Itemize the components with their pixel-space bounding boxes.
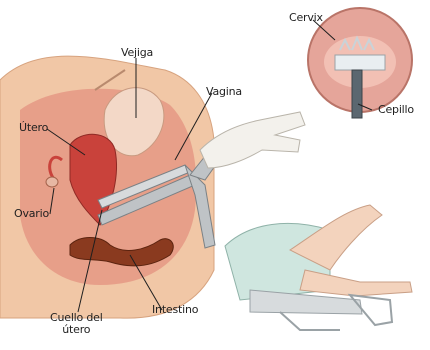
label-intestino: Intestino <box>152 304 198 316</box>
label-vagina: Vagina <box>206 86 242 98</box>
label-cuello-del-utero: Cuello del útero <box>50 312 103 336</box>
label-cervix: Cervix <box>289 12 323 24</box>
label-cepillo: Cepillo <box>378 104 414 116</box>
brush-icon <box>352 70 362 118</box>
hand-icon <box>200 112 305 168</box>
patient-figure <box>225 205 412 330</box>
label-ovario: Ovario <box>14 208 49 220</box>
cervix-inset <box>308 8 412 118</box>
label-vejiga: Vejiga <box>121 47 153 59</box>
label-utero: Útero <box>19 122 48 134</box>
